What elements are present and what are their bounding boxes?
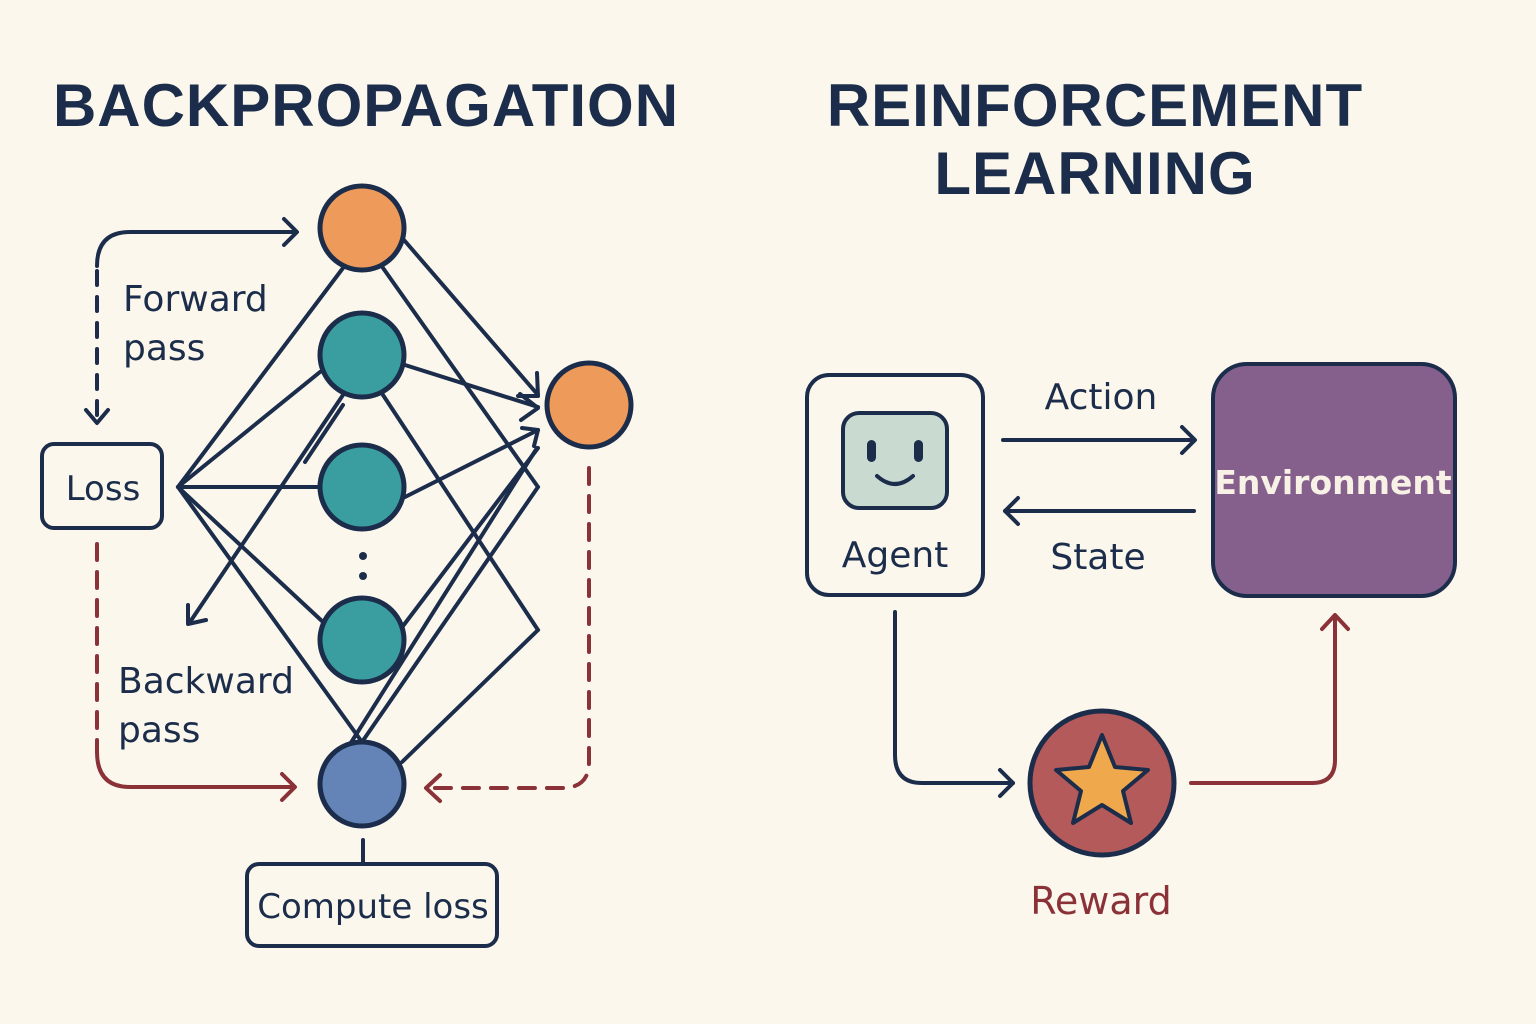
reward-to-environment-arrow [1189, 614, 1337, 785]
state-label: State [1050, 537, 1145, 578]
loss-box[interactable]: Loss [40, 442, 164, 530]
hidden-node[interactable] [317, 595, 407, 685]
compute-loss-box[interactable]: Compute loss [245, 862, 499, 948]
smiley-face-icon [841, 411, 949, 510]
agent-to-reward-arrow [893, 610, 1015, 785]
arrowhead-icon [520, 426, 540, 448]
network-edges [176, 238, 540, 764]
loss-node[interactable] [317, 739, 407, 829]
edge [381, 393, 540, 632]
forward-pass-arrow [95, 230, 298, 268]
edge [176, 485, 325, 624]
backward-pass-arrow [95, 750, 296, 789]
edge [401, 446, 540, 628]
backward-pass-label-line1: Backward [118, 661, 294, 702]
arrowhead-icon [280, 772, 297, 802]
loss-label: Loss [66, 469, 141, 509]
output-node[interactable] [544, 360, 634, 450]
action-label: Action [1045, 377, 1158, 418]
input-node[interactable] [317, 183, 407, 273]
ellipsis-dot [359, 552, 367, 560]
hidden-node[interactable] [317, 310, 407, 400]
forward-pass-label-line1: Forward [123, 279, 268, 320]
compute-loss-label: Compute loss [257, 887, 489, 927]
hidden-node[interactable] [317, 442, 407, 532]
arrowhead-icon [998, 768, 1015, 798]
edge [400, 628, 540, 764]
edge [303, 403, 345, 464]
edge [176, 370, 322, 489]
edge [176, 485, 364, 744]
agent-label: Agent [842, 535, 949, 576]
arrowhead-icon [282, 217, 299, 247]
rl-section: REINFORCEMENT LEARNING Agent Action Stat… [805, 72, 1457, 923]
backward-gradient-arrow [188, 393, 345, 624]
rl-title-line2: LEARNING [934, 140, 1255, 207]
arrowhead-icon [186, 603, 208, 626]
reward-node[interactable] [1027, 708, 1177, 858]
ellipsis-dot [359, 572, 367, 580]
edge [381, 266, 540, 489]
arrowhead-icon [518, 392, 540, 422]
backprop-title: BACKPROPAGATION [53, 72, 679, 139]
gradient-return-dashed-line [428, 466, 591, 790]
arrowhead-icon [1180, 425, 1197, 455]
star-icon [1054, 733, 1150, 825]
forward-pass-label-line2: pass [123, 328, 205, 369]
agent-box[interactable]: Agent [805, 373, 985, 597]
backprop-section: BACKPROPAGATION [40, 72, 679, 948]
edge [403, 428, 540, 499]
arrowhead-icon [1320, 613, 1350, 631]
edge [402, 238, 540, 397]
arrowhead-icon [1003, 496, 1020, 526]
rl-title-line1: REINFORCEMENT [827, 72, 1363, 139]
environment-box[interactable]: Environment [1211, 362, 1457, 598]
edge [403, 363, 540, 409]
environment-label: Environment [1214, 463, 1452, 502]
reward-label: Reward [1030, 879, 1172, 923]
edge [176, 266, 345, 489]
backward-pass-label-line2: pass [118, 710, 200, 751]
edge [360, 485, 540, 744]
arrowhead-icon [84, 408, 110, 425]
arrowhead-icon [424, 773, 442, 803]
edge [338, 446, 539, 762]
